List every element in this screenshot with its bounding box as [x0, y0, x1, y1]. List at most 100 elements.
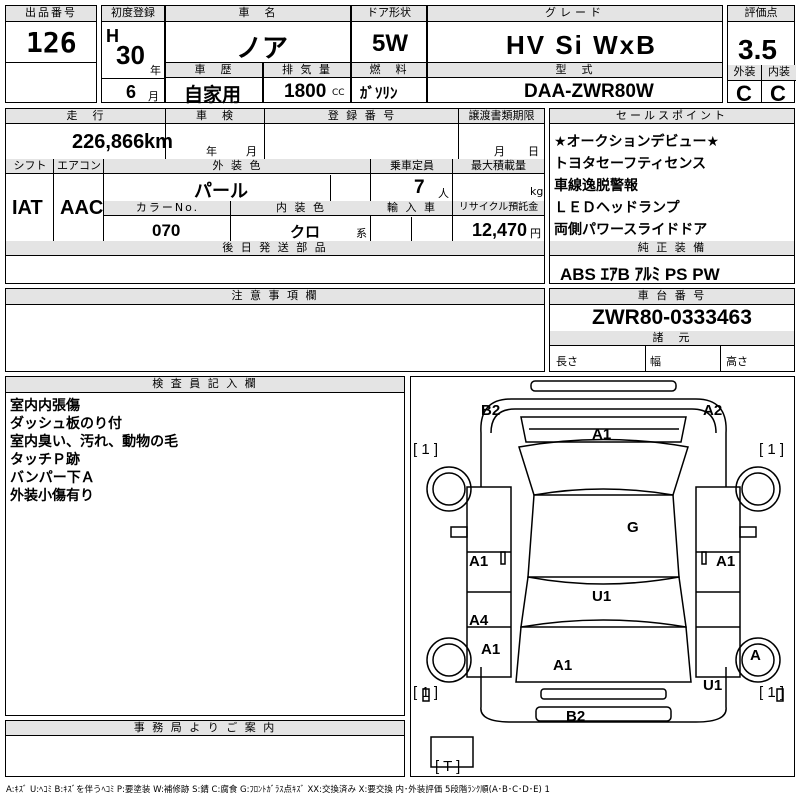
load-label: 最大積載量: [453, 159, 544, 174]
score: 3.5: [738, 34, 777, 65]
color-number: 070: [152, 221, 181, 240]
ac-label: エアコン: [54, 159, 104, 174]
displacement: 1800: [284, 81, 327, 102]
sales-point: 両側パワースライドドア: [554, 222, 708, 238]
mark-g-windshield: G: [627, 519, 639, 536]
mark-u1-rear-right: U1: [703, 677, 723, 694]
mileage: 226,866: [72, 131, 145, 153]
ext-score: C: [736, 81, 752, 106]
office-label: 事 務 局 よ り ご 案 内: [6, 721, 404, 736]
inspect-month-unit: 月: [246, 145, 257, 158]
capacity-unit: 人: [438, 187, 449, 200]
first-registration-cell: 初度登録 H 30 年 6 月: [101, 5, 165, 103]
shift: IAT: [12, 197, 43, 219]
inspector-note: ダッシュ板のり付: [10, 416, 122, 432]
door-label: ドア形状: [352, 6, 426, 22]
spare-tire: [ T ]: [435, 758, 461, 775]
era: H: [106, 26, 119, 46]
transfer-month-unit: 月: [494, 145, 505, 158]
displacement-cell: 排 気 量 1800 CC: [263, 62, 351, 103]
year-unit: 年: [150, 64, 161, 77]
air-conditioner: AAC: [60, 197, 104, 219]
mark-a2-front-right: A2: [703, 402, 723, 419]
month-unit: 月: [148, 90, 159, 103]
inspect-label: 車 検: [166, 109, 265, 124]
caution-block: 注 意 事 項 欄: [5, 288, 545, 372]
name-label: 車 名: [166, 6, 350, 22]
later-parts-label: 後 日 発 送 部 品: [6, 241, 544, 256]
length-label: 長さ: [556, 355, 578, 368]
displacement-label: 排 気 量: [264, 63, 350, 78]
recycle-label: リサイクル預託金: [453, 201, 544, 216]
tire-front-left: [ 1 ]: [413, 441, 439, 458]
displacement-unit: CC: [332, 88, 345, 98]
interior-color-unit: 系: [356, 227, 367, 240]
door-cell: ドア形状 5W: [351, 5, 427, 63]
reg-year: 30: [116, 40, 145, 70]
spec-label: 諸 元: [550, 331, 794, 346]
tire-rear-right: [ 1 ]: [759, 684, 785, 701]
inspector-note: バンパー下Ａ: [10, 470, 95, 486]
score-cell: 評価点 3.5 外装 内装 C C: [727, 5, 796, 106]
mark-b2-front-left: B2: [481, 402, 501, 419]
recycle-unit: 円: [530, 227, 541, 240]
sales-points: セールスポイント ★オークションデビュー★ トヨタセーフティセンス 車線逸脱警報…: [549, 108, 795, 284]
fuel: ｶﾞｿﾘﾝ: [360, 84, 398, 102]
lot-label: 出品番号: [6, 6, 96, 22]
lot-number: 126: [26, 26, 77, 59]
sales-point: ★オークションデビュー★: [554, 134, 720, 150]
mileage-label: 走 行: [6, 109, 166, 124]
import-label: 輸 入 車: [371, 201, 453, 216]
mark-a1-left-rear: A1: [481, 641, 501, 658]
inspector-label: 検 査 員 記 入 欄: [6, 377, 404, 393]
body-color: パール: [194, 181, 248, 202]
equipment-label: 純 正 装 備: [550, 241, 794, 256]
intcolor-label: 内 装 色: [231, 201, 371, 216]
regno-label: 登 録 番 号: [265, 109, 459, 124]
mark-a1-left-door: A1: [469, 553, 489, 570]
damage-legend: A:ｷｽﾞ U:ﾍｺﾐ B:ｷｽﾞを伴うﾍｺﾐ P:要塗装 W:補修跡 S:錆 …: [6, 785, 550, 795]
mark-a1-hood: A1: [592, 426, 612, 443]
mileage-unit: km: [144, 131, 173, 153]
int-score: C: [770, 81, 786, 106]
history-cell: 車 歴 自家用: [165, 62, 263, 106]
sales-points-label: セールスポイント: [550, 109, 794, 124]
caution-label: 注 意 事 項 欄: [6, 289, 544, 305]
capacity: 7: [414, 177, 425, 198]
fuel-cell: 燃 料 ｶﾞｿﾘﾝ: [351, 62, 427, 103]
model: DAA-ZWR80W: [524, 81, 654, 102]
mark-a4-left: A4: [469, 612, 489, 629]
mark-u1-roof: U1: [592, 588, 612, 605]
mark-a1-tailgate: A1: [553, 657, 573, 674]
shift-label: シフト: [6, 159, 54, 174]
chassis-label: 車 台 番 号: [550, 289, 794, 305]
chassis-block: 車 台 番 号 ZWR80-0333463 諸 元 長さ 幅 高さ: [549, 288, 795, 372]
tire-front-right: [ 1 ]: [759, 441, 785, 458]
mark-a1-right-door: A1: [716, 553, 736, 570]
transfer-label: 譲渡書類期限: [459, 109, 544, 124]
grade-label: グレード: [428, 6, 722, 22]
height-label: 高さ: [726, 355, 748, 368]
recycle-fee: 12,470: [472, 220, 528, 240]
width-label: 幅: [650, 355, 661, 368]
transfer-day-unit: 日: [528, 145, 539, 158]
vehicle-diagram: B2 A2 A1 G A1 A1 U1 A4 A1 A1 A U1 B2 [ 1…: [410, 376, 795, 777]
capacity-label: 乗車定員: [371, 159, 453, 174]
name-cell: 車 名 ノア: [165, 5, 351, 63]
car-outline-diagram: [422, 380, 784, 768]
tire-rear-left: [ 1 ]: [413, 684, 439, 701]
mark-b2-rear: B2: [566, 708, 586, 725]
score-label: 評価点: [728, 6, 794, 22]
grade-cell: グレード HV Si WxB: [427, 5, 723, 63]
mark-a-rear-wheel: A: [750, 647, 761, 664]
sales-point: トヨタセーフティセンス: [554, 156, 707, 172]
chassis-number: ZWR80-0333463: [592, 306, 752, 329]
inspector-block: 検 査 員 記 入 欄 室内内張傷 ダッシュ板のり付 室内臭い、汚れ、動物の毛 …: [5, 376, 405, 716]
ext-label: 外装: [728, 65, 762, 81]
reg-month: 6: [126, 82, 137, 102]
fuel-label: 燃 料: [352, 63, 426, 78]
history: 自家用: [184, 84, 242, 106]
model-label: 型 式: [428, 63, 722, 78]
sales-point: ＬＥＤヘッドランプ: [554, 200, 680, 216]
door-type: 5W: [372, 30, 408, 57]
